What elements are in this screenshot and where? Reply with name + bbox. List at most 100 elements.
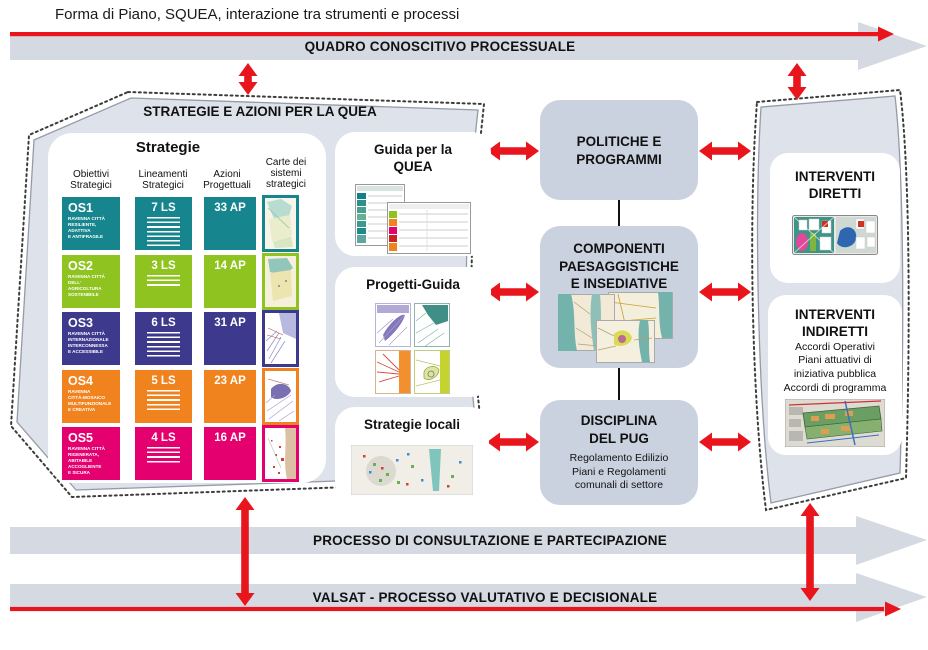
ap-box: 14 AP [204,255,256,308]
ls-count: 7 LS [151,202,176,214]
red-line-bottom-arrowhead [885,601,901,617]
interventi-zone-outline [751,88,910,512]
ap-count: 14 AP [214,260,246,272]
table-row: OS5 RAVENNA CITTÀ RIGENERATA, ABITABILE … [48,425,326,482]
os-code: OS2 [68,259,94,273]
ap-box: 31 AP [204,312,256,365]
red-line-top-arrowhead [878,26,894,42]
page-title: Forma di Piano, SQUEA, interazione tra s… [55,6,460,23]
os-desc: RAVENNA CITTÀ RIGENERATA, ABITABILE ACCO… [68,446,106,475]
componenti-box: COMPONENTI PAESAGGISTICHE E INSEDIATIVE [540,226,698,368]
carte-thumbnail-os3 [262,310,299,367]
ap-box: 33 AP [204,197,256,250]
ap-count: 31 AP [214,317,246,329]
interventi-diretti-card: INTERVENTI DIRETTI [770,153,900,283]
strategie-locali-title: Strategie locali [363,417,461,432]
red-double-arrow [487,141,539,161]
red-double-arrow [487,432,539,452]
ls-count: 3 LS [151,260,176,272]
ap-box: 16 AP [204,427,256,480]
guida-document-thumbnail-2 [387,202,471,254]
table-row: OS1 RAVENNA CITTÀ RESILIENTE, ADATTIVA E… [48,195,326,252]
column-header-obiettivi: Obiettivi Strategici [70,169,112,192]
strategie-locali-map [351,445,473,495]
table-row: OS4 RAVENNA CITTÀ-MOSAICO MULTIFUNZIONAL… [48,368,326,425]
ls-box: 5 LS [135,370,192,423]
os-desc: RAVENNA CITTÀ DELL' AGRICOLTURA SOSTENIB… [68,274,106,297]
progetti-guida-card: Progetti-Guida [335,267,491,397]
progetti-map-thumbnail-2 [414,303,450,347]
os-box: OS3 RAVENNA CITTÀ INTERNAZIONALE INTERCO… [62,312,120,365]
red-double-arrow [800,503,820,601]
componenti-title: COMPONENTI PAESAGGISTICHE E INSEDIATIVE [559,241,679,292]
progetti-guida-title: Progetti-Guida [366,277,460,292]
interventi-indiretti-subtitle: Accordi Operativi Piani attuativi di ini… [783,340,887,394]
ls-lines-icon [147,390,180,411]
ls-box: 6 LS [135,312,192,365]
column-header-lineamenti: Lineamenti Strategici [138,169,188,192]
carte-thumbnail-os5 [262,425,299,482]
ap-box: 23 AP [204,370,256,423]
os-desc: RAVENNA CITTÀ RESILIENTE, ADATTIVA E ANT… [68,216,106,239]
strategie-card-title: Strategie [135,139,201,156]
red-double-arrow [235,497,255,606]
carte-thumbnail-os2 [262,253,299,310]
os-code: OS4 [68,374,94,388]
progetti-map-thumbnail-3 [375,350,411,394]
guida-quea-title: Guida per la QUEA [373,142,453,174]
interventi-indiretti-image [785,399,885,447]
red-line-top [10,32,878,37]
table-row: OS2 RAVENNA CITTÀ DELL' AGRICOLTURA SOST… [48,253,326,310]
ls-lines-icon [147,447,180,464]
red-double-arrow [699,282,751,302]
os-box: OS5 RAVENNA CITTÀ RIGENERATA, ABITABILE … [62,427,120,480]
progetti-map-thumbnail-4 [414,350,450,394]
os-box: OS1 RAVENNA CITTÀ RESILIENTE, ADATTIVA E… [62,197,120,250]
ls-count: 5 LS [151,375,176,387]
interventi-indiretti-title: INTERVENTI INDIRETTI [794,307,875,339]
ls-lines-icon [147,217,180,247]
ls-box: 7 LS [135,197,192,250]
politiche-box: POLITICHE E PROGRAMMI [540,100,698,200]
column-header-azioni: Azioni Progettuali [203,169,251,192]
strategie-card: Strategie Obiettivi Strategici Lineament… [48,133,326,483]
ap-count: 33 AP [214,202,246,214]
ap-count: 16 AP [214,432,246,444]
os-code: OS5 [68,431,94,445]
componenti-map-thumbnails [556,292,682,364]
ls-count: 6 LS [151,317,176,329]
interventi-diretti-image [792,215,878,255]
ls-lines-icon [147,332,180,358]
os-box: OS4 RAVENNA CITTÀ-MOSAICO MULTIFUNZIONAL… [62,370,120,423]
column-header-carte: Carte dei sistemi strategici [265,157,307,191]
ls-count: 4 LS [151,432,176,444]
disciplina-subtitle: Regolamento Edilizio Piani e Regolamenti… [569,452,669,492]
band-valsat-label: VALSAT - PROCESSO VALUTATIVO E DECISIONA… [312,590,658,605]
guida-quea-card: Guida per la QUEA [335,132,491,256]
table-row: OS3 RAVENNA CITTÀ INTERNAZIONALE INTERCO… [48,310,326,367]
band-consultazione-shape [10,516,927,565]
politiche-title: POLITICHE E PROGRAMMI [576,134,662,167]
progetti-map-thumbnail-1 [375,303,411,347]
interventi-indiretti-card: INTERVENTI INDIRETTI Accordi Operativi P… [768,295,902,455]
carte-thumbnail-os4 [262,368,299,425]
strategie-zone-title: STRATEGIE E AZIONI PER LA QUEA [143,104,377,119]
os-box: OS2 RAVENNA CITTÀ DELL' AGRICOLTURA SOST… [62,255,120,308]
red-double-arrow [487,282,539,302]
ls-lines-icon [147,275,180,287]
os-code: OS3 [68,316,94,330]
band-consultazione-label: PROCESSO DI CONSULTAZIONE E PARTECIPAZIO… [313,533,667,548]
red-double-arrow [787,63,807,100]
carte-thumbnail-os1 [262,195,299,252]
ls-box: 3 LS [135,255,192,308]
red-double-arrow [699,432,751,452]
disciplina-box: DISCIPLINA DEL PUG Regolamento Edilizio … [540,400,698,505]
ls-box: 4 LS [135,427,192,480]
red-double-arrow [238,63,258,95]
ap-count: 23 AP [214,375,246,387]
red-line-bottom [10,606,884,612]
interventi-diretti-title: INTERVENTI DIRETTI [794,169,875,201]
disciplina-title: DISCIPLINA DEL PUG [580,413,658,446]
os-code: OS1 [68,201,94,215]
